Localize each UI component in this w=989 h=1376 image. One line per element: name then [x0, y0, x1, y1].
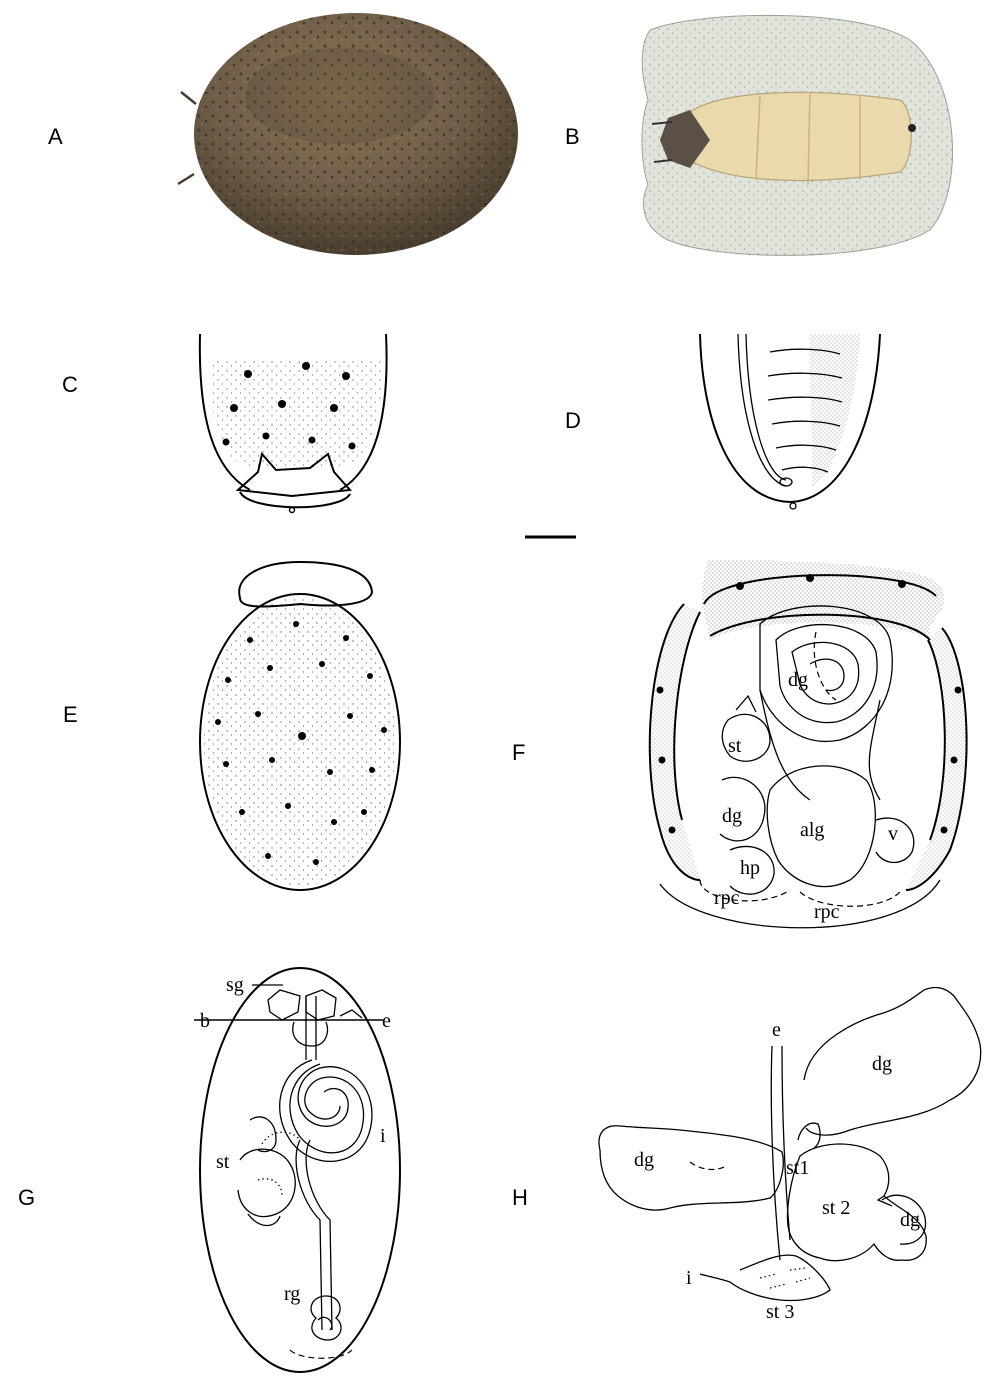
f-label-v: v: [888, 823, 898, 845]
g-label-sg: sg: [226, 974, 244, 996]
f-label-hp: hp: [740, 857, 760, 879]
h-label-st2: st 2: [822, 1197, 850, 1219]
h-label-dg1: dg: [872, 1053, 892, 1075]
drawing-d-tail-region: [700, 334, 880, 509]
drawing-h-stomach-chambers: e dg dg st1 st 2 dg i st 3: [599, 988, 981, 1323]
f-label-rpc2: rpc: [814, 901, 840, 923]
drawing-g-digestive-tract: sg b e i st rg: [194, 968, 400, 1372]
f-label-dg: dg: [788, 669, 808, 691]
f-label-rpc1: rpc: [714, 887, 740, 909]
g-label-st: st: [216, 1151, 230, 1173]
photo-a-dorsal-slug: [178, 13, 518, 255]
drawing-c-head-region: [200, 334, 387, 513]
g-label-b: b: [200, 1010, 210, 1032]
f-label-alg: alg: [800, 819, 824, 841]
photo-b-ventral-slug: [642, 15, 953, 255]
f-label-dg2: dg: [722, 805, 742, 827]
h-label-st3: st 3: [766, 1301, 794, 1323]
h-label-e: e: [772, 1019, 781, 1041]
h-label-st1: st1: [786, 1157, 809, 1179]
drawing-e-dorsal-outline: [200, 562, 400, 890]
f-label-st: st: [728, 735, 742, 757]
g-label-rg: rg: [284, 1283, 300, 1305]
drawing-f-visceral-mass: dg st dg alg v hp rpc rpc: [650, 560, 967, 928]
g-label-e: e: [382, 1010, 391, 1032]
h-label-dg3: dg: [900, 1209, 920, 1231]
g-label-i: i: [380, 1125, 386, 1147]
h-label-dg2: dg: [634, 1149, 654, 1171]
h-label-i: i: [686, 1267, 692, 1289]
